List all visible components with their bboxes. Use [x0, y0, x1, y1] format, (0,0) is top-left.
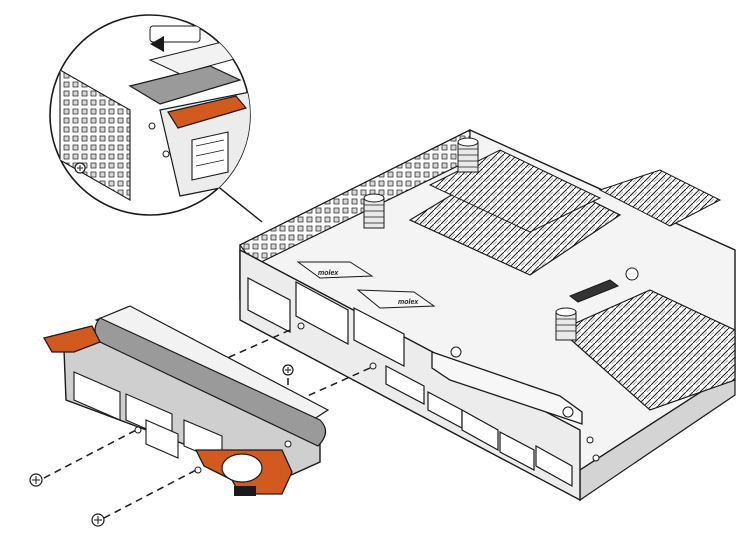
bezel-cutout — [145, 419, 179, 459]
callout-pointer — [209, 179, 263, 223]
captive-thumbscrew — [363, 193, 385, 229]
bezel-rail — [94, 317, 327, 447]
screw-icon — [29, 473, 43, 487]
faceplate-screw-hole — [369, 362, 377, 370]
bezel-latch-opening — [221, 453, 263, 483]
sfp-port-cage — [535, 444, 573, 488]
zoom-arrow-glyph — [150, 36, 164, 52]
captive-thumbscrew — [457, 137, 479, 173]
controller-module: molex molex — [239, 129, 736, 502]
sfp-port-cage — [295, 280, 349, 346]
board-standoff — [625, 267, 639, 281]
heatsink-fins — [598, 169, 722, 227]
guide-line — [103, 467, 201, 519]
screw-icon — [282, 364, 294, 376]
sfp-port-group: molex molex — [247, 261, 600, 488]
zoom-sfp-port — [191, 131, 229, 181]
molex-cage — [356, 289, 436, 309]
bezel-screw-hole — [284, 440, 292, 448]
board-connector — [568, 279, 620, 303]
zoom-top-bar — [149, 25, 201, 43]
bezel-screw-hole — [194, 466, 202, 474]
molex-label: molex — [398, 299, 419, 306]
bezel-screw-hole — [134, 426, 142, 434]
bezel-end-cap-orange — [43, 325, 101, 353]
molex-cage — [296, 261, 374, 279]
faceplate-screw-hole — [297, 322, 305, 330]
sfp-port-cage — [499, 431, 535, 471]
molex-label: molex — [318, 270, 339, 277]
faceplate-screw-hole — [586, 436, 594, 444]
captive-thumbscrew — [555, 307, 577, 341]
sfp-port-cage — [247, 277, 291, 333]
zoom-screw-hole — [148, 122, 156, 130]
bezel-latch-tab — [234, 486, 256, 496]
zoom-screw-hole — [162, 150, 170, 158]
release-lever — [431, 351, 583, 425]
bezel-cutout — [73, 371, 121, 421]
lever-pivot — [450, 346, 462, 358]
screw-icon — [74, 162, 86, 174]
sfp-port-cage — [353, 307, 405, 367]
guide-line — [43, 427, 141, 479]
lever-pivot — [562, 406, 574, 418]
faceplate-bezel — [43, 305, 330, 496]
sfp-port-cage — [385, 365, 425, 405]
faceplate-screw-hole — [592, 454, 600, 462]
magnifier-callout — [49, 14, 263, 223]
sfp-port-cage — [461, 408, 499, 452]
heatsink-fins — [558, 289, 736, 411]
screw-icon — [91, 513, 105, 527]
zoom-port-detail — [195, 139, 225, 167]
zoom-orange-bracket — [167, 95, 248, 129]
